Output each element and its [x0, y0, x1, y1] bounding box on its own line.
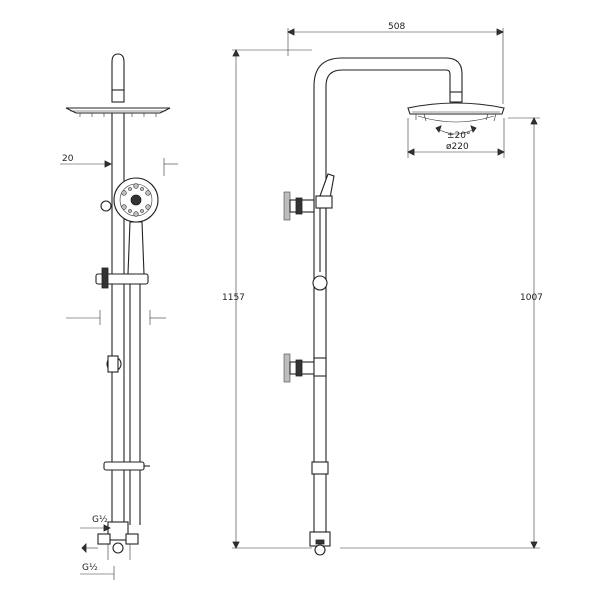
hand-shower-icon: [113, 177, 159, 275]
inlet-bottom-label: G½: [82, 563, 98, 573]
head-height-label: 1007: [520, 293, 543, 303]
side-shower-head-icon: [65, 107, 171, 117]
shower-head-icon: [407, 102, 505, 123]
dim-offset-label: 20: [62, 154, 74, 164]
head-tilt-label: ±20°: [447, 131, 471, 141]
total-height-label: 1157: [222, 293, 245, 303]
wall-bracket-lower-icon: [283, 353, 327, 383]
head-diameter-label: ø220: [446, 142, 469, 152]
front-view: ±20° ø220 508 1157 1007: [222, 22, 543, 556]
arm-reach-label: 508: [388, 22, 405, 32]
wall-bracket-upper-icon: [283, 191, 315, 221]
side-view: 20: [60, 53, 178, 580]
inlet-top-label: G½: [92, 515, 108, 525]
